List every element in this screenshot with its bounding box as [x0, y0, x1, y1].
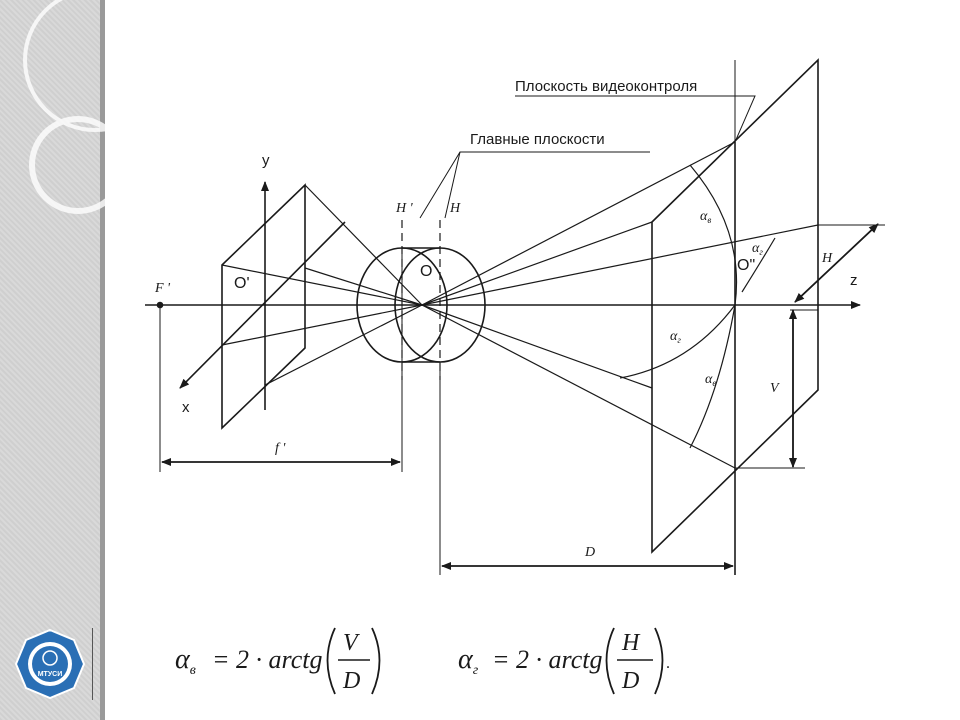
formula-vertical: αв = 2 · arctg V D [175, 627, 381, 695]
monitor-plane [651, 58, 819, 554]
logo-divider [92, 628, 93, 700]
formula-horizontal: αг = 2 · arctg H D . [458, 627, 670, 695]
dim-v: V [770, 381, 780, 396]
monitor-rays [421, 141, 819, 469]
axis-x-label: x [182, 399, 190, 416]
monitor-plane-callout: Плоскость видеоконтроля [515, 78, 697, 95]
axis-y-label: y [262, 152, 270, 169]
angle-ag-left: αг [670, 329, 681, 345]
point-f-prime: F ' [154, 281, 171, 296]
dim-h: H [821, 251, 833, 266]
formula-horizontal-eq: = 2 · arctg [492, 645, 602, 674]
monitor-callout-leader [515, 95, 756, 143]
formula-vertical-num: V [343, 630, 360, 656]
svg-text:αг: αг [458, 644, 479, 678]
university-logo: МТУСИ [14, 628, 86, 700]
image-plane [221, 183, 306, 430]
formula-horizontal-end: . [666, 655, 670, 672]
dim-d: D [584, 545, 595, 560]
formula-vertical-eq: = 2 · arctg [212, 645, 322, 674]
formula-vertical-den: D [342, 668, 360, 694]
axis-z-label: z [850, 272, 858, 289]
angle-arcs [619, 164, 776, 449]
plane-h: H [449, 201, 461, 216]
dim-f-prime: f ' [275, 441, 286, 456]
angle-av-top: αв [700, 209, 711, 225]
logo-text: МТУСИ [38, 671, 63, 678]
angle-av-bottom: αв [705, 372, 716, 388]
principal-plane-lines [401, 220, 441, 380]
point-o-prime: O' [234, 275, 250, 292]
svg-text:αв: αв [175, 644, 196, 678]
x-axis [179, 221, 346, 389]
angle-ag-right: αг [752, 241, 763, 257]
formula-horizontal-den: D [621, 668, 639, 694]
plane-h-prime: H ' [395, 201, 414, 216]
image-rays [221, 184, 423, 386]
formula-horizontal-num: H [621, 630, 641, 656]
sidebar-edge [100, 0, 105, 720]
sidebar-circles [23, 0, 167, 214]
point-o: O [420, 263, 432, 280]
principal-planes-callout: Главные плоскости [470, 131, 605, 148]
point-o-double: O" [737, 257, 755, 274]
